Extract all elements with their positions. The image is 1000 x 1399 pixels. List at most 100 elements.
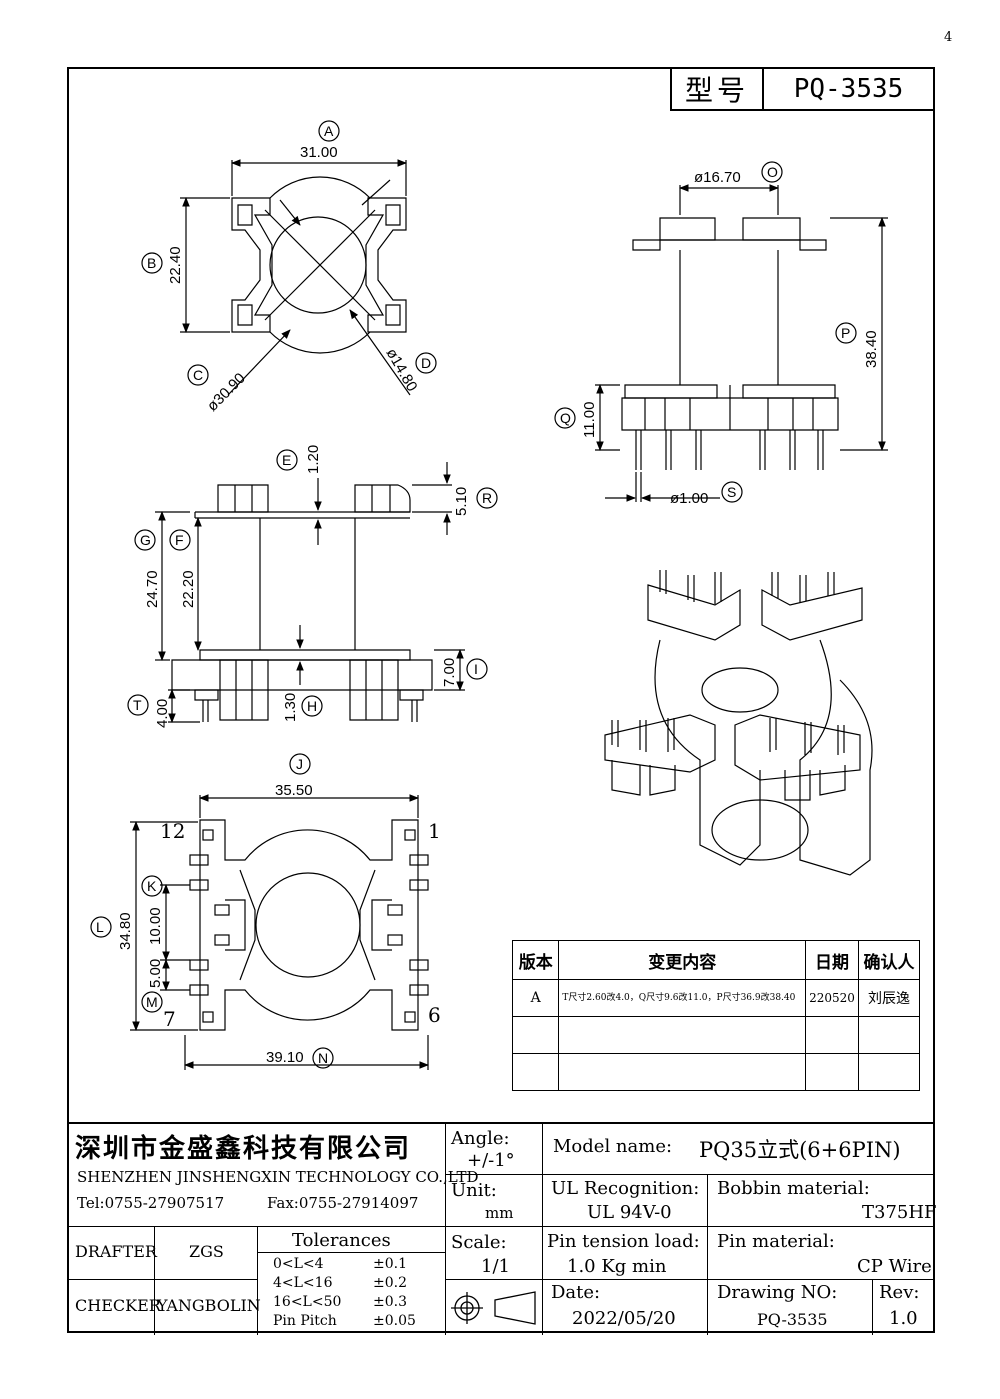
tolerance-range: 0<L<4 <box>273 1256 324 1272</box>
revision-table: 版本 变更内容 日期 确认人 A T尺寸2.60改4.0，Q尺寸9.6改11.0… <box>511 940 921 1091</box>
dimension-markers <box>90 120 857 1069</box>
rev-version <box>511 1053 560 1091</box>
revision-row <box>511 1053 921 1091</box>
company-name-cn: 深圳市金盛鑫科技有限公司 <box>75 1134 412 1164</box>
dim-t: 4.00 <box>154 699 171 728</box>
scale-value: 1/1 <box>481 1256 510 1277</box>
dim-p: 38.40 <box>863 330 880 368</box>
bottom-view <box>130 794 429 1070</box>
model-box: 型号 PQ-3535 <box>670 67 935 111</box>
rev-date: 220520 <box>805 979 859 1017</box>
tolerances-title: Tolerances <box>292 1230 391 1251</box>
marker-l: L <box>96 919 104 935</box>
top-view <box>180 159 411 396</box>
marker-n: N <box>318 1050 328 1066</box>
pin-7: 7 <box>163 1007 176 1031</box>
marker-g: G <box>140 532 151 548</box>
dim-c: ø30.90 <box>204 370 249 415</box>
rev-content <box>558 1016 807 1054</box>
drawing-frame <box>67 67 935 1333</box>
dim-a: 31.00 <box>300 144 338 161</box>
marker-q: Q <box>560 410 571 426</box>
rev-confirm: 刘辰逸 <box>857 979 921 1017</box>
tolerance-range: Pin Pitch <box>273 1313 337 1329</box>
front-view <box>155 462 465 723</box>
rev-version <box>511 1016 560 1054</box>
isometric-view <box>604 570 873 876</box>
dim-h: 1.30 <box>282 693 299 722</box>
rev-label: Rev: <box>879 1282 920 1303</box>
drafter-label: DRAFTER <box>75 1242 157 1261</box>
rev-version: A <box>511 979 560 1017</box>
header-content: 变更内容 <box>558 940 807 980</box>
rev-content <box>558 1053 807 1091</box>
marker-s: S <box>727 484 736 500</box>
marker-t: T <box>133 697 142 713</box>
marker-p: P <box>841 325 850 341</box>
company-fax: Fax:0755-27914097 <box>267 1194 419 1212</box>
drafter-value: ZGS <box>189 1242 224 1261</box>
bobbin-label: Bobbin material: <box>717 1178 870 1199</box>
pin-material-label: Pin material: <box>717 1231 835 1252</box>
dim-m: 5.00 <box>147 959 164 988</box>
dim-j: 35.50 <box>275 782 313 799</box>
marker-j: J <box>296 756 303 772</box>
unit-label: Unit: <box>451 1180 497 1201</box>
tolerance-range: 4<L<16 <box>273 1275 333 1291</box>
angle-label: Angle: <box>451 1128 510 1149</box>
dim-d: ø14.80 <box>383 346 421 395</box>
revision-header-row: 版本 变更内容 日期 确认人 <box>511 940 921 980</box>
checker-label: CHECKER <box>75 1296 161 1315</box>
bobbin-value: T375HF <box>862 1202 937 1223</box>
tolerance-range: 16<L<50 <box>273 1294 342 1310</box>
dim-o: ø16.70 <box>694 169 741 186</box>
scale-label: Scale: <box>451 1232 507 1253</box>
unit-value: mm <box>485 1204 514 1222</box>
header-date: 日期 <box>805 940 859 980</box>
rev-content: T尺寸2.60改4.0，Q尺寸9.6改11.0，P尺寸36.9改38.40 <box>558 979 807 1017</box>
model-label: 型号 <box>672 69 764 109</box>
revision-row <box>511 1016 921 1054</box>
tolerance-value: ±0.1 <box>373 1256 407 1272</box>
side-view-right <box>595 184 888 502</box>
pin-1: 1 <box>428 819 441 843</box>
title-block: 深圳市金盛鑫科技有限公司 SHENZHEN JINSHENGXIN TECHNO… <box>67 1122 937 1335</box>
header-version: 版本 <box>511 940 560 980</box>
pin-6: 6 <box>428 1003 441 1027</box>
dim-g: 24.70 <box>144 570 161 608</box>
tolerance-value: ±0.05 <box>373 1313 416 1329</box>
rev-date <box>805 1053 859 1091</box>
rev-confirm <box>857 1053 921 1091</box>
dim-b: 22.40 <box>167 246 184 284</box>
company-tel: Tel:0755-27907517 <box>77 1194 225 1212</box>
date-value: 2022/05/20 <box>572 1308 676 1329</box>
date-label: Date: <box>551 1282 601 1303</box>
marker-c: C <box>193 367 203 383</box>
marker-d: D <box>421 355 431 371</box>
dim-i: 7.00 <box>441 658 458 687</box>
header-confirm: 确认人 <box>857 940 921 980</box>
model-value: PQ-3535 <box>793 74 904 104</box>
checker-value: YANGBOLIN <box>157 1296 261 1315</box>
dim-s: ø1.00 <box>670 490 708 507</box>
dim-q: 11.00 <box>581 402 598 438</box>
model-name-value: PQ35立式(6+6PIN) <box>699 1138 901 1162</box>
marker-k: K <box>147 878 157 894</box>
pin-tension-value: 1.0 Kg min <box>567 1256 667 1277</box>
dim-k: 10.00 <box>147 907 164 945</box>
angle-value: +/-1° <box>467 1150 515 1171</box>
tolerance-value: ±0.3 <box>373 1294 407 1310</box>
rev-value: 1.0 <box>889 1308 918 1329</box>
marker-f: F <box>175 532 184 548</box>
corner-mark: 4 <box>944 30 953 45</box>
pin-12: 12 <box>160 819 185 843</box>
pin-material-value: CP Wire <box>857 1256 932 1277</box>
drawing-no-value: PQ-3535 <box>757 1310 828 1329</box>
company-name-en: SHENZHEN JINSHENGXIN TECHNOLOGY CO.,LTD <box>77 1168 479 1186</box>
ul-label: UL Recognition: <box>551 1178 700 1199</box>
pin-tension-label: Pin tension load: <box>547 1231 700 1252</box>
dim-l: 34.80 <box>117 912 134 950</box>
model-name-label: Model name: <box>553 1136 673 1157</box>
drawing-no-label: Drawing NO: <box>717 1282 838 1303</box>
